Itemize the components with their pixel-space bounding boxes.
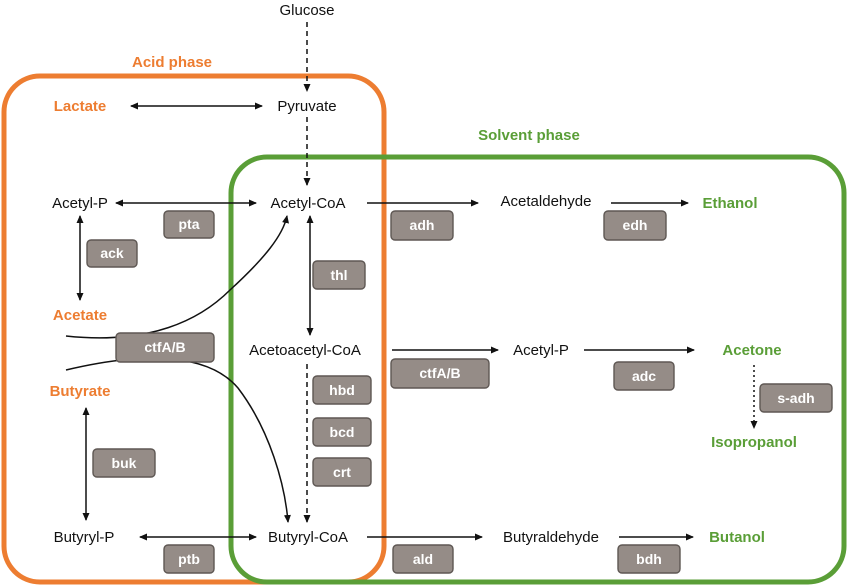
solvent-phase-box [228, 154, 847, 585]
enzyme-ack: ack [86, 239, 138, 268]
enzyme-ptb: ptb [163, 544, 215, 574]
enzyme-s-adh: s-adh [759, 383, 833, 413]
svg-text:ack: ack [100, 245, 124, 261]
svg-text:ctfA/B: ctfA/B [419, 365, 460, 381]
glucose-label: Glucose [279, 2, 334, 19]
enzyme-thl: thl [312, 260, 366, 290]
pyruvate-label: Pyruvate [277, 98, 336, 115]
svg-text:thl: thl [330, 267, 347, 283]
enzyme-adh: adh [390, 210, 454, 241]
svg-text:adh: adh [410, 217, 435, 233]
svg-text:hbd: hbd [329, 382, 355, 398]
lactate-label: Lactate [54, 98, 107, 115]
enzyme-bcd: bcd [312, 417, 372, 447]
butyryl-p-label: Butyryl-P [54, 529, 115, 546]
isopropanol-label: Isopropanol [711, 434, 797, 451]
svg-text:adc: adc [632, 368, 656, 384]
acetate-label: Acetate [53, 307, 107, 324]
butyraldehyde-label: Butyraldehyde [503, 529, 599, 546]
enzyme-ctfab-solvent: ctfA/B [390, 358, 490, 389]
svg-text:crt: crt [333, 464, 351, 480]
acetaldehyde-label: Acetaldehyde [501, 193, 592, 210]
butyryl-coa-label: Butyryl-CoA [268, 529, 348, 546]
enzyme-pta: pta [163, 210, 215, 239]
solvent-phase-title: Solvent phase [478, 127, 580, 144]
acetyl-coa-label: Acetyl-CoA [270, 195, 345, 212]
acetyl-p-solvent-label: Acetyl-P [513, 342, 569, 359]
enzyme-crt: crt [312, 457, 372, 487]
enzyme-buk: buk [92, 448, 156, 478]
svg-text:bdh: bdh [636, 551, 662, 567]
svg-text:buk: buk [112, 455, 137, 471]
butyrate-label: Butyrate [50, 383, 111, 400]
svg-text:bcd: bcd [330, 424, 355, 440]
enzyme-ctfab-acid: ctfA/B [115, 332, 215, 363]
acid-phase-title: Acid phase [132, 54, 212, 71]
svg-text:ptb: ptb [178, 551, 200, 567]
ethanol-label: Ethanol [703, 195, 758, 212]
svg-text:s-adh: s-adh [777, 390, 814, 406]
svg-text:edh: edh [623, 217, 648, 233]
svg-text:pta: pta [179, 216, 200, 232]
acetyl-p-label: Acetyl-P [52, 195, 108, 212]
acetone-label: Acetone [722, 342, 781, 359]
enzyme-adc: adc [613, 361, 675, 391]
acid-phase-box [1, 73, 387, 585]
acetoacetyl-coa-label: Acetoacetyl-CoA [249, 342, 361, 359]
enzyme-edh: edh [603, 210, 667, 241]
svg-text:ctfA/B: ctfA/B [144, 339, 185, 355]
enzyme-ald: ald [392, 544, 454, 574]
enzyme-bdh: bdh [617, 544, 681, 574]
svg-text:ald: ald [413, 551, 433, 567]
butanol-label: Butanol [709, 529, 765, 546]
enzyme-hbd: hbd [312, 375, 372, 405]
